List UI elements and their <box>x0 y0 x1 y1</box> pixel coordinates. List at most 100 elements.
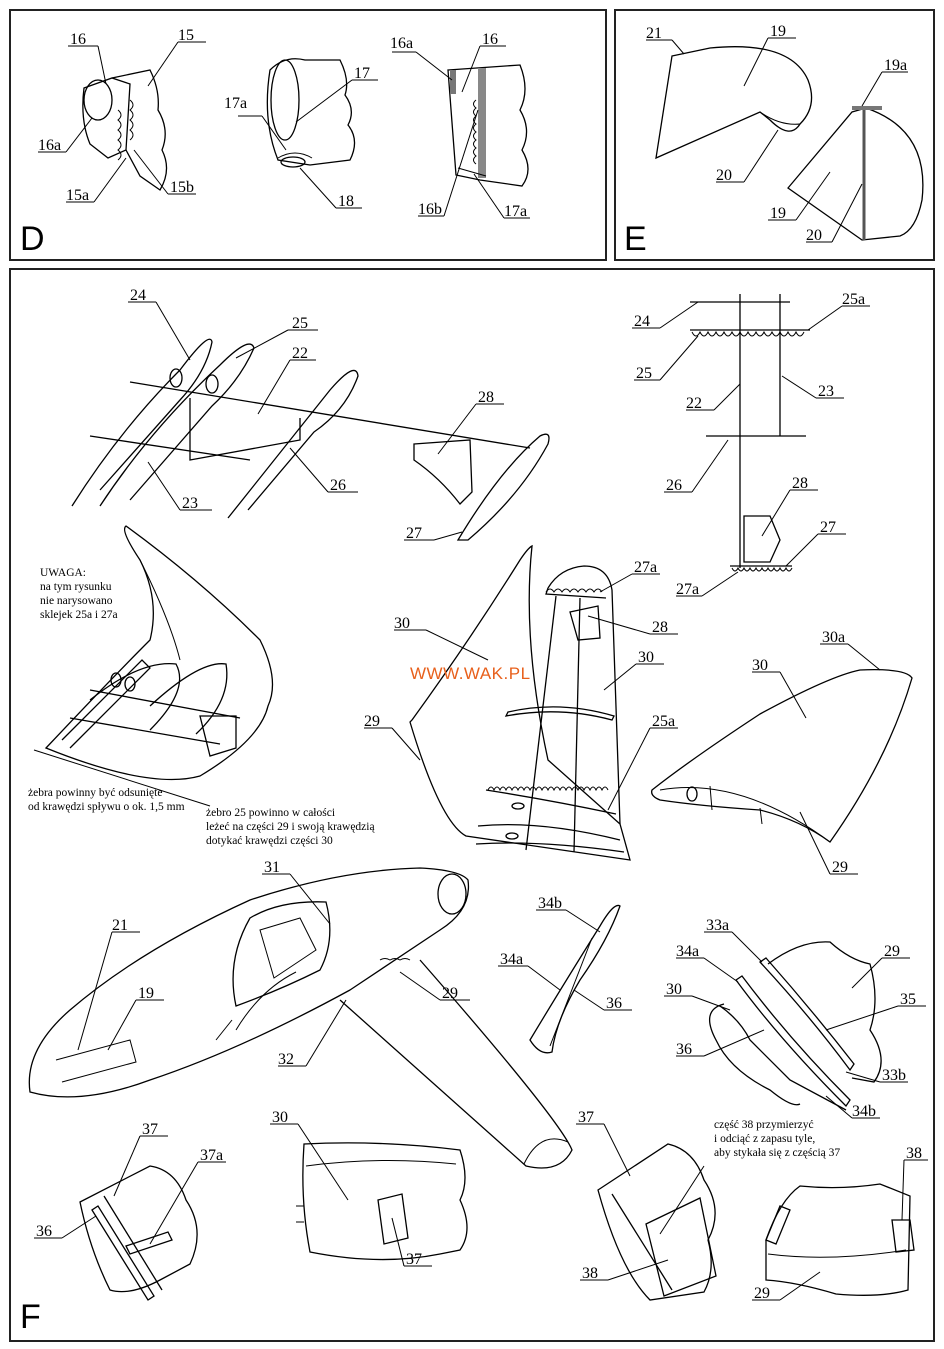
label-34b: 34b <box>538 895 562 912</box>
note-rib25-line: żebro 25 powinno w całości <box>206 807 336 819</box>
detail-f-flap: 33a 34a 29 30 35 36 33b 34b <box>664 917 926 1120</box>
label-30: 30 <box>752 657 768 674</box>
label-28: 28 <box>478 389 494 406</box>
detail-f-rib-side: 24 25a 25 22 23 26 28 27 27a <box>632 291 870 598</box>
label-23: 23 <box>818 383 834 400</box>
panel-e-letter: E <box>624 220 647 258</box>
label-26: 26 <box>666 477 682 494</box>
label-30: 30 <box>638 649 654 666</box>
label-25: 25 <box>292 315 308 332</box>
label-21: 21 <box>646 25 662 42</box>
detail-e-nose: 21 19 20 19a 19 20 <box>646 23 924 244</box>
label-30: 30 <box>666 981 682 998</box>
label-30a: 30a <box>822 629 845 646</box>
label-32: 32 <box>278 1051 294 1068</box>
label-29: 29 <box>832 859 848 876</box>
label-25: 25 <box>636 365 652 382</box>
label-16b: 16b <box>418 201 442 218</box>
note-part38: część 38 przymierzyć i odciąć z zapasu t… <box>714 1118 840 1160</box>
note-rib25: żebro 25 powinno w całości leżeć na częś… <box>206 806 375 848</box>
label-36: 36 <box>606 995 622 1012</box>
detail-f-airplane: 31 21 19 29 32 <box>28 859 573 1169</box>
label-19a: 19a <box>884 57 907 74</box>
label-24: 24 <box>634 313 650 330</box>
label-16a: 16a <box>390 35 413 52</box>
detail-f-part37: 37 37a 36 <box>34 1121 226 1301</box>
label-37a: 37a <box>200 1147 223 1164</box>
label-26: 26 <box>330 477 346 494</box>
label-16a: 16a <box>38 137 61 154</box>
label-17a: 17a <box>224 95 247 112</box>
label-29: 29 <box>754 1285 770 1302</box>
label-27: 27 <box>820 519 836 536</box>
label-22: 22 <box>686 395 702 412</box>
label-34a: 34a <box>500 951 523 968</box>
detail-f-main-wing-frame: 27a 30 28 30 29 25a <box>364 544 678 861</box>
label-19: 19 <box>138 985 154 1002</box>
label-34b: 34b <box>852 1103 876 1120</box>
detail-f-rib-frame: 24 25 22 28 23 26 27 <box>71 287 550 542</box>
label-21: 21 <box>112 917 128 934</box>
note-part38-line: i odciąć z zapasu tyle, <box>714 1133 816 1145</box>
label-37: 37 <box>406 1251 422 1268</box>
panel-f-letter: F <box>20 1298 41 1336</box>
label-15b: 15b <box>170 179 194 196</box>
note-uwaga-line: sklejek 25a i 27a <box>40 609 118 621</box>
detail-d-duct: 17a 17 18 <box>224 58 378 210</box>
label-19: 19 <box>770 23 786 40</box>
label-23: 23 <box>182 495 198 512</box>
note-part38-line: aby stykała się z częścią 37 <box>714 1147 841 1159</box>
label-37: 37 <box>142 1121 158 1138</box>
note-rib25-line: leżeć na części 29 i swoją krawędzią <box>206 821 375 833</box>
label-36: 36 <box>676 1041 692 1058</box>
panel-d <box>9 9 607 261</box>
label-20: 20 <box>716 167 732 184</box>
note-ribs-line: od krawędzi spływu o ok. 1,5 mm <box>28 801 185 813</box>
detail-f-frame-on-skin <box>33 525 274 807</box>
label-29: 29 <box>364 713 380 730</box>
label-19: 19 <box>770 205 786 222</box>
detail-f-finished-wing: 30a 30 29 <box>651 629 913 876</box>
label-17: 17 <box>354 65 370 82</box>
detail-f-strip: 34b 34a 36 <box>498 895 632 1054</box>
detail-d-section: 16a 16 16b 17a <box>390 31 530 220</box>
note-uwaga-line: UWAGA: <box>40 567 86 579</box>
label-27: 27 <box>406 525 422 542</box>
label-30: 30 <box>394 615 410 632</box>
detail-f-part30-37: 30 37 <box>270 1109 468 1268</box>
label-22: 22 <box>292 345 308 362</box>
watermark: WWW.WAK.PL <box>410 664 531 683</box>
label-36: 36 <box>36 1223 52 1240</box>
label-33a: 33a <box>706 917 729 934</box>
label-38: 38 <box>582 1265 598 1282</box>
label-24: 24 <box>130 287 146 304</box>
label-38: 38 <box>906 1145 922 1162</box>
label-29: 29 <box>442 985 458 1002</box>
label-30: 30 <box>272 1109 288 1126</box>
panel-d-letter: D <box>20 220 45 258</box>
label-35: 35 <box>900 991 916 1008</box>
label-31: 31 <box>264 859 280 876</box>
label-15a: 15a <box>66 187 89 204</box>
note-uwaga-line: nie narysowano <box>40 595 113 607</box>
label-27a: 27a <box>676 581 699 598</box>
label-29: 29 <box>884 943 900 960</box>
detail-d-intake: 16 15 16a 15a 15b <box>38 27 206 204</box>
label-16: 16 <box>70 31 86 48</box>
label-27a: 27a <box>634 559 657 576</box>
label-28: 28 <box>792 475 808 492</box>
label-15: 15 <box>178 27 194 44</box>
note-uwaga: UWAGA: na tym rysunku nie narysowano skl… <box>40 566 118 622</box>
label-18: 18 <box>338 193 354 210</box>
label-28: 28 <box>652 619 668 636</box>
detail-f-part29-38: 38 29 <box>752 1145 928 1302</box>
note-rib25-line: dotykać krawędzi części 30 <box>206 835 333 847</box>
detail-f-part38: 37 38 <box>576 1109 717 1301</box>
label-34a: 34a <box>676 943 699 960</box>
label-16: 16 <box>482 31 498 48</box>
note-ribs: żebra powinny być odsunięte od krawędzi … <box>28 786 185 814</box>
note-uwaga-line: na tym rysunku <box>40 581 112 593</box>
note-part38-line: część 38 przymierzyć <box>714 1119 814 1131</box>
label-25a: 25a <box>842 291 865 308</box>
